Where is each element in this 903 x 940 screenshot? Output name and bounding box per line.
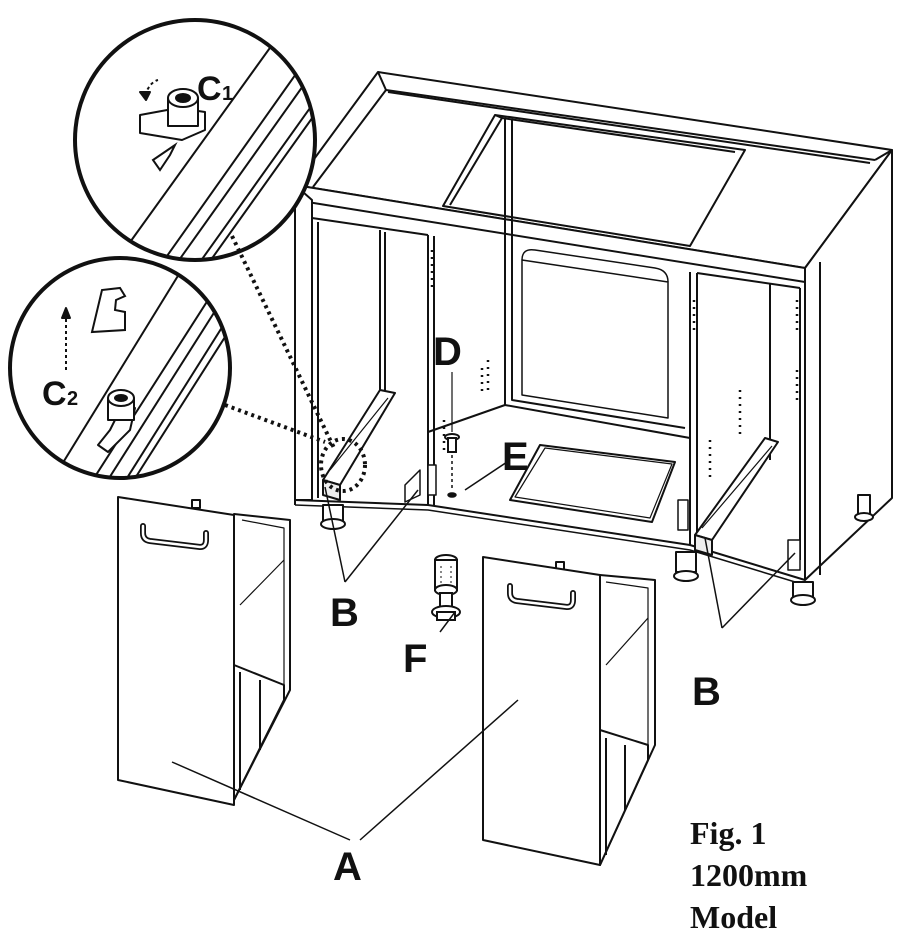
figure-caption-line2: 1200mm xyxy=(690,857,808,893)
screw-d xyxy=(444,372,460,490)
label-d: D xyxy=(433,330,462,374)
left-drawer-front xyxy=(117,496,235,806)
cam-lock-c2 xyxy=(61,307,136,453)
cabinet-right-side-panel xyxy=(804,149,893,581)
cabinet-left-side-panel xyxy=(294,184,313,501)
figure-caption-line1: Fig. 1 xyxy=(690,815,767,851)
label-c2-sub: 2 xyxy=(67,388,78,410)
label-b-left: B xyxy=(330,591,359,635)
cabinet-floor-cutout xyxy=(509,444,676,523)
left-drawer-unit xyxy=(117,496,291,806)
label-b-right: B xyxy=(692,670,721,714)
figure-caption-line3: Model xyxy=(690,899,778,935)
adjustable-foot-f xyxy=(431,554,461,633)
detail-leader-lines xyxy=(224,235,367,493)
detail-circle-c1 xyxy=(73,18,317,262)
label-c1: C xyxy=(197,70,222,108)
label-c2: C xyxy=(42,375,67,413)
right-drawer-unit xyxy=(482,556,656,866)
cam-lock-c1 xyxy=(139,79,206,141)
right-drawer-front xyxy=(482,556,601,866)
label-f: F xyxy=(403,637,427,681)
figure-caption: Fig. 1 1200mm Model xyxy=(690,812,807,938)
label-c1-sub: 1 xyxy=(222,83,233,105)
cabinet-carcass xyxy=(294,71,893,606)
hole-e xyxy=(447,459,511,498)
label-e: E xyxy=(502,435,529,479)
left-runner xyxy=(322,389,396,486)
label-a: A xyxy=(333,845,362,889)
detail-circle-c2 xyxy=(8,256,232,480)
cabinet-top-opening xyxy=(442,114,746,247)
label-leader-lines xyxy=(171,486,796,841)
